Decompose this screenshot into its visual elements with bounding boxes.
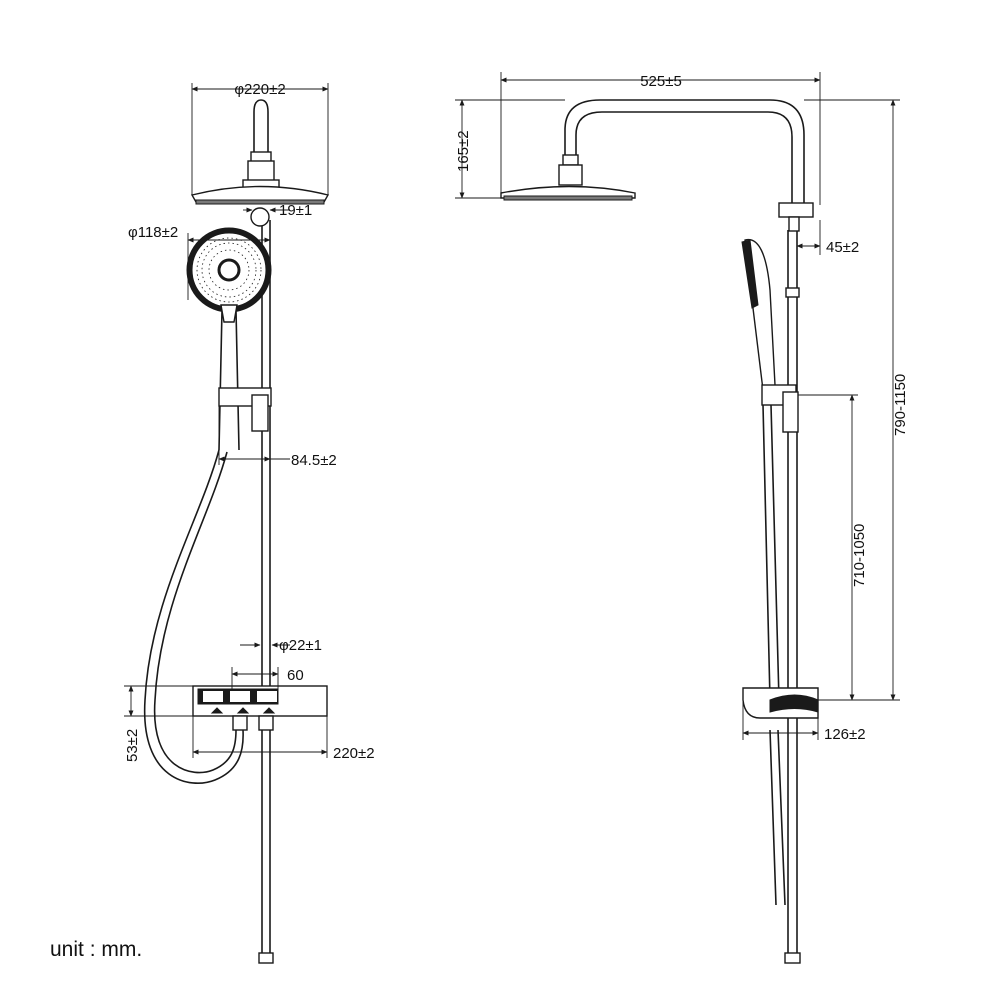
- front-view: φ220±2 19±1 φ118±2 84.5±2 φ22±1: [124, 81, 375, 964]
- front-mixer-shelf: [192, 685, 328, 731]
- front-hose: [143, 449, 244, 784]
- label-head-diameter: φ220±2: [234, 81, 285, 98]
- label-button-width: 60: [287, 667, 304, 684]
- front-shower-arm: [242, 99, 280, 189]
- dim-arm-offset: 19±1: [243, 202, 312, 219]
- side-mixer-shelf: [742, 687, 819, 719]
- dim-button-width: 60: [231, 667, 304, 690]
- label-total-height: 790-1150: [892, 374, 909, 436]
- unit-note: unit : mm.: [50, 938, 142, 961]
- label-holder-offset: 84.5±2: [291, 452, 337, 469]
- dim-hand-diameter: φ118±2: [128, 224, 271, 300]
- label-shelf-width: 220±2: [333, 745, 375, 762]
- side-riser-pipe: [784, 230, 801, 964]
- label-head-height: 165±2: [455, 130, 472, 172]
- label-hand-diameter: φ118±2: [128, 224, 178, 241]
- dim-shelf-height: 53±2: [124, 685, 193, 762]
- dim-clamp-depth: 45±2: [796, 220, 859, 256]
- label-shelf-depth: 126±2: [824, 726, 866, 743]
- dim-holder-offset: 84.5±2: [218, 406, 337, 469]
- dim-head-height: 165±2: [455, 99, 565, 199]
- label-clamp-depth: 45±2: [826, 239, 859, 256]
- label-pipe-diameter: φ22±1: [279, 637, 322, 654]
- side-view: 525±5 165±2 45±2 790-1150 710-1050: [455, 72, 909, 964]
- dim-total-height: 790-1150: [804, 99, 909, 701]
- side-overhead-head: [500, 154, 636, 201]
- dim-adjust-height: 710-1050: [798, 394, 868, 701]
- dim-shelf-width: 220±2: [192, 716, 375, 762]
- label-adjust-height: 710-1050: [851, 524, 868, 587]
- front-riser-pipe: [258, 220, 274, 964]
- label-arm-offset: 19±1: [279, 202, 312, 219]
- front-overhead-head: [190, 185, 330, 227]
- dim-head-diameter: φ220±2: [191, 81, 329, 195]
- front-hand-shower: [186, 227, 272, 451]
- dim-arm-length: 525±5: [500, 72, 821, 205]
- side-shower-arm: [564, 99, 814, 232]
- label-shelf-height: 53±2: [124, 729, 141, 762]
- side-hand-shower: [741, 238, 799, 906]
- label-arm-length: 525±5: [640, 73, 682, 90]
- dim-pipe-diameter: φ22±1: [240, 637, 322, 654]
- dim-shelf-depth: 126±2: [742, 700, 866, 743]
